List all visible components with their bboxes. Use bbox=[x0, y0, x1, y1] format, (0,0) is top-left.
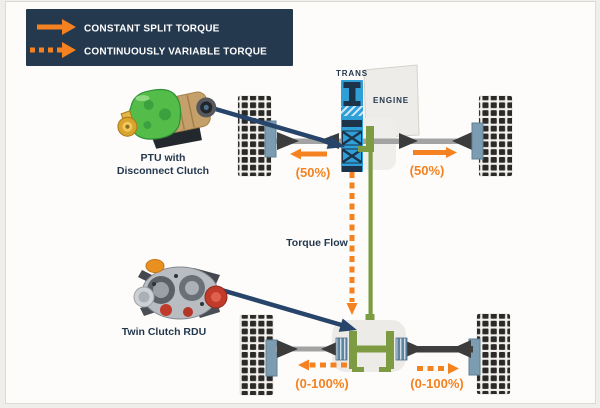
legend-box bbox=[26, 9, 293, 66]
front-left-split-value: (50%) bbox=[296, 165, 331, 180]
rear-right-torque-arrow bbox=[417, 363, 459, 374]
transmission-column bbox=[341, 80, 363, 172]
rear-left-tire bbox=[239, 314, 278, 396]
ptu-image bbox=[117, 88, 217, 149]
rear-left-split-value: (0-100%) bbox=[295, 376, 348, 391]
torque-flow-label: Torque Flow bbox=[286, 237, 348, 249]
rdu-orange-cap bbox=[145, 259, 165, 273]
legend: CONSTANT SPLIT TORQUE CONTINUOUSLY VARIA… bbox=[26, 9, 293, 66]
rear-axle bbox=[276, 320, 473, 372]
right-clutch-pack bbox=[395, 337, 408, 361]
front-axle-shaft bbox=[276, 138, 492, 144]
prop-shaft-line bbox=[368, 152, 373, 318]
rear-left-torque-arrow bbox=[298, 359, 347, 371]
rear-right-tire bbox=[468, 313, 511, 395]
rear-left-hub bbox=[265, 339, 278, 377]
rdu-label: Twin Clutch RDU bbox=[122, 326, 206, 338]
ptu-label-line2: Disconnect Clutch bbox=[117, 165, 209, 177]
front-right-hub bbox=[471, 122, 484, 160]
rdu-pointer-arrow bbox=[217, 286, 357, 332]
gearset-hatch-band bbox=[341, 106, 363, 116]
front-right-torque-arrow bbox=[413, 147, 457, 158]
front-right-split-value: (50%) bbox=[410, 163, 445, 178]
dashed-arrow-icon bbox=[30, 42, 76, 58]
legend-item-constant: CONSTANT SPLIT TORQUE bbox=[37, 19, 220, 35]
legend-item-variable: CONTINUOUSLY VARIABLE TORQUE bbox=[30, 42, 267, 58]
rear-left-diff-joint bbox=[321, 341, 339, 357]
engine-label: ENGINE bbox=[373, 96, 409, 105]
left-clutch-pack bbox=[335, 337, 348, 361]
rdu-image bbox=[133, 259, 228, 320]
front-left-hub bbox=[264, 120, 277, 158]
legend-label-constant: CONSTANT SPLIT TORQUE bbox=[84, 24, 220, 35]
rear-left-shaft bbox=[276, 346, 338, 352]
front-right-diff-joint bbox=[399, 133, 418, 149]
front-left-torque-arrow bbox=[290, 148, 327, 160]
rear-right-wheel-joint bbox=[451, 340, 471, 358]
torque-flow-arrow bbox=[346, 172, 358, 315]
trans-band bbox=[342, 120, 362, 127]
front-left-wheel-joint bbox=[277, 132, 299, 150]
front-left-tire bbox=[237, 95, 277, 177]
ptu-label-line1: PTU with bbox=[141, 152, 186, 164]
rear-drive-unit bbox=[335, 331, 408, 372]
ptu-pointer-arrow bbox=[204, 103, 345, 149]
rear-right-diff-joint bbox=[406, 341, 424, 357]
front-right-tire bbox=[471, 95, 513, 177]
rear-right-split-value: (0-100%) bbox=[410, 376, 463, 391]
rear-right-shaft bbox=[407, 346, 473, 353]
solid-arrow-icon bbox=[37, 19, 76, 35]
front-diff-symbol bbox=[342, 130, 362, 164]
rear-left-wheel-joint bbox=[277, 340, 298, 358]
trans-bottom-band bbox=[342, 166, 362, 172]
clutch-symbol bbox=[343, 82, 361, 106]
front-right-wheel-joint bbox=[452, 132, 472, 150]
legend-label-variable: CONTINUOUSLY VARIABLE TORQUE bbox=[84, 47, 267, 58]
trans-label: TRANS bbox=[336, 69, 368, 78]
